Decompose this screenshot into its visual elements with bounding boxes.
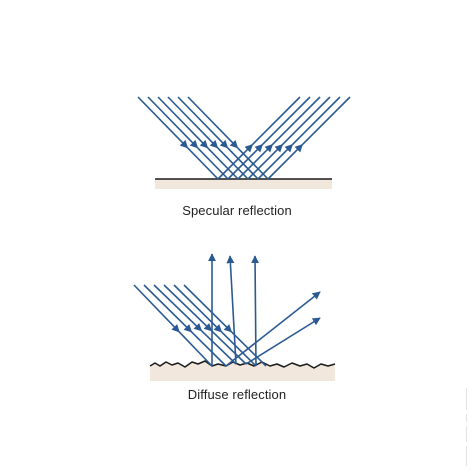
incident-ray — [230, 331, 267, 367]
incident-ray — [237, 147, 269, 180]
reflected-ray — [257, 143, 294, 180]
scattered-ray — [245, 317, 321, 365]
scattered-ray — [225, 291, 321, 367]
reflected-ray — [247, 143, 284, 180]
incident-ray — [190, 331, 227, 367]
specular-reflection-caption: Specular reflection — [182, 203, 292, 218]
scattered-ray — [251, 255, 260, 367]
reflected-ray — [217, 143, 254, 180]
incident-ray — [167, 96, 219, 149]
incident-ray — [143, 284, 193, 333]
reflected-ray — [227, 143, 264, 180]
incident-ray — [163, 284, 213, 332]
incident-ray — [197, 147, 229, 180]
vertical-watermark — [463, 388, 471, 468]
incident-ray — [227, 147, 259, 180]
reflected-ray — [271, 96, 321, 146]
incident-ray — [147, 96, 199, 149]
reflected-ray — [301, 96, 351, 146]
incident-ray — [207, 147, 239, 180]
incident-ray — [217, 147, 249, 180]
specular-rays — [137, 96, 351, 180]
rough-surface-fill — [150, 361, 335, 381]
incident-ray — [220, 331, 257, 367]
smooth-surface-fill — [155, 179, 332, 189]
incident-ray — [133, 284, 180, 333]
incident-ray — [173, 284, 223, 333]
diffuse-reflection-caption: Diffuse reflection — [187, 387, 287, 402]
diffuse-reflection — [133, 253, 336, 381]
reflected-ray — [291, 96, 341, 146]
specular-reflection — [137, 96, 351, 189]
incident-ray — [183, 284, 233, 333]
incident-ray — [177, 96, 229, 149]
incident-ray — [153, 284, 203, 332]
reflected-ray — [261, 96, 311, 146]
incident-ray — [157, 96, 209, 149]
incident-ray — [178, 331, 213, 367]
incident-ray — [137, 96, 189, 149]
diffuse-rays — [133, 253, 321, 367]
incident-ray — [187, 147, 219, 180]
reflected-ray — [237, 143, 274, 180]
reflected-ray — [281, 96, 331, 146]
incident-ray — [201, 330, 237, 365]
reflected-ray — [251, 96, 301, 146]
incident-ray — [187, 96, 239, 149]
incident-ray — [211, 330, 247, 365]
reflected-ray — [267, 143, 304, 180]
scattered-ray — [226, 255, 237, 365]
